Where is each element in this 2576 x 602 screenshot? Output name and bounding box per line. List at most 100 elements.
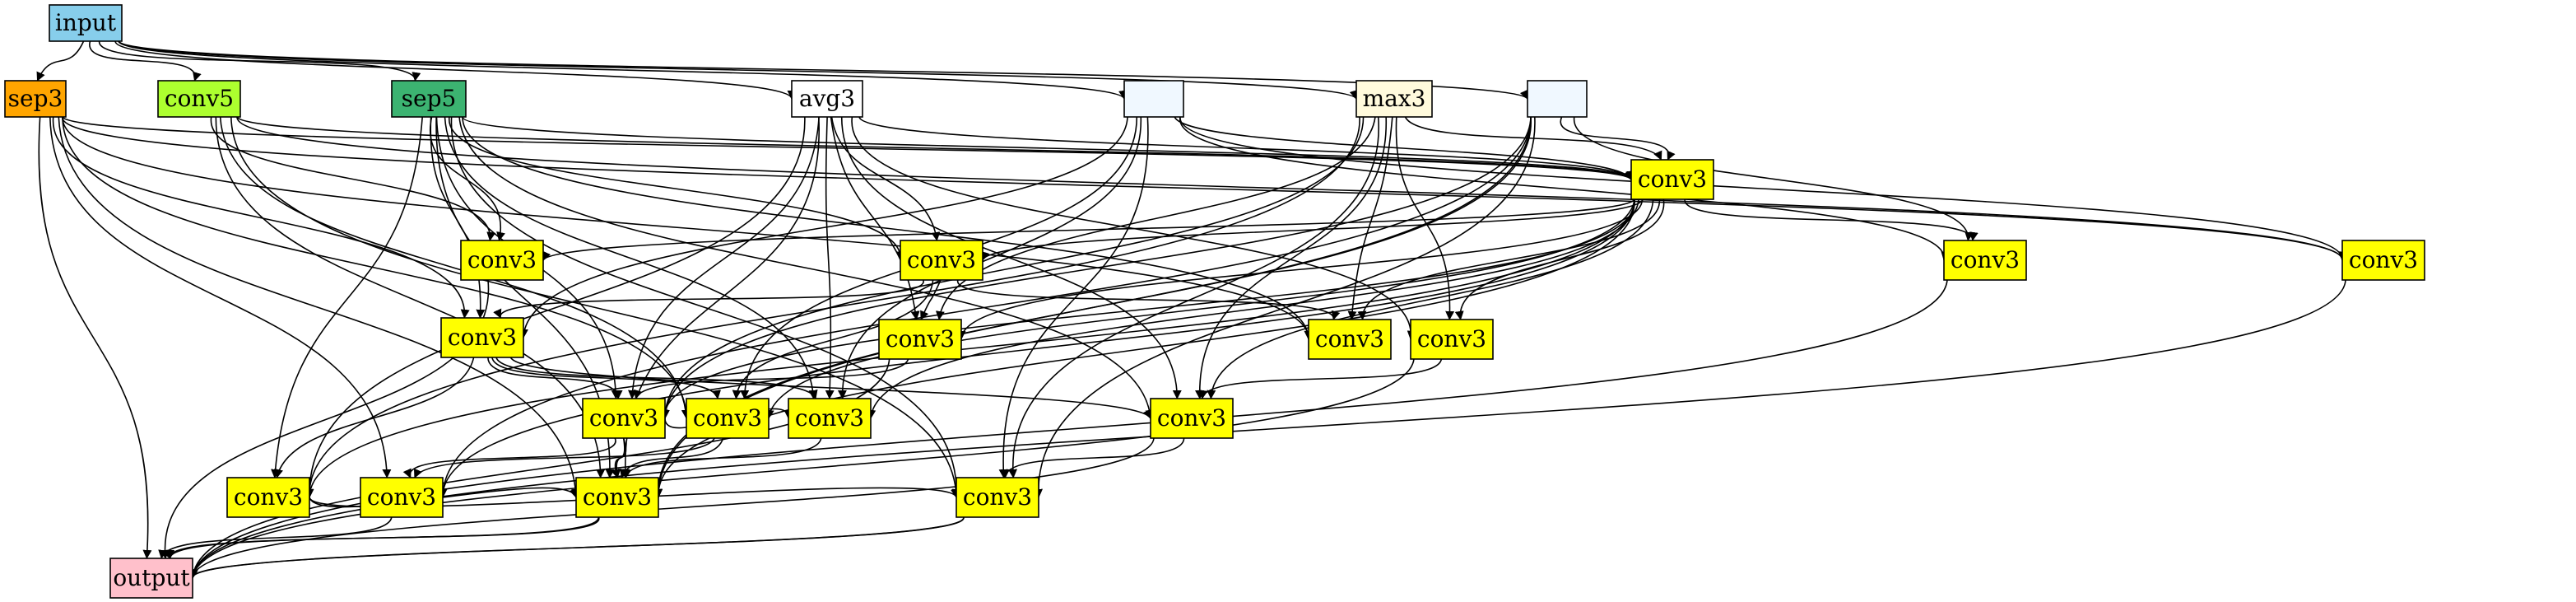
edge-sep3-to-c15: [49, 116, 392, 478]
node-avg3[interactable]: avg3: [791, 80, 863, 118]
edge-avg3-to-c10: [628, 116, 820, 399]
edge-c6-to-c12: [495, 357, 818, 399]
node-box-blank1: [1123, 80, 1184, 118]
edge-c1-to-c14: [305, 198, 1635, 498]
node-label-c2: conv3: [467, 246, 537, 273]
node-c2[interactable]: conv3: [460, 240, 544, 281]
node-box-c11: [686, 398, 770, 439]
edge-conv5-to-c2: [210, 116, 496, 241]
node-box-c7: [878, 319, 962, 360]
node-label-c11: conv3: [693, 404, 762, 432]
node-label-c3: conv3: [907, 246, 976, 273]
edge-c1-to-c13: [1207, 198, 1654, 399]
node-box-sep3: [4, 80, 67, 118]
edge-layer: [36, 40, 2349, 579]
edge-sep5-to-c14: [271, 116, 423, 478]
edge-sep5-to-c3: [449, 116, 906, 261]
node-conv5[interactable]: conv5: [157, 80, 241, 118]
node-label-c6: conv3: [448, 324, 517, 351]
node-label-c14: conv3: [234, 483, 303, 511]
node-label-c16: conv3: [583, 483, 652, 511]
node-label-output: output: [113, 564, 190, 591]
edge-blank1-to-c5: [1179, 116, 2348, 261]
node-box-max3: [1355, 80, 1433, 118]
edge-avg3-to-c7: [830, 116, 920, 320]
edge-sep5-to-c13: [458, 116, 1155, 419]
edge-c7-to-c10: [634, 358, 909, 399]
node-label-c17: conv3: [963, 483, 1032, 511]
edge-sep3-to-c5: [62, 116, 2349, 261]
edge-sep3-to-c6: [52, 116, 470, 319]
edge-blank1-to-c6: [518, 116, 1128, 338]
edge-sep5-to-c8: [462, 116, 1314, 340]
edge-sep3-to-c8: [62, 116, 1314, 340]
node-label-c10: conv3: [589, 404, 658, 432]
node-blank1[interactable]: [1123, 80, 1184, 118]
edge-c6-to-c10: [487, 357, 623, 399]
node-sep3[interactable]: sep3: [4, 80, 67, 118]
edge-max3-to-c14: [305, 116, 1360, 498]
node-input[interactable]: input: [49, 4, 123, 42]
edge-c1-to-c7: [956, 198, 1644, 340]
node-c8[interactable]: conv3: [1308, 319, 1392, 360]
node-c3[interactable]: conv3: [900, 240, 983, 281]
node-label-input: input: [55, 9, 117, 36]
node-box-c9: [1410, 319, 1494, 360]
edge-input-to-max3: [118, 40, 1358, 100]
edge-blank1-to-c17: [998, 116, 1149, 478]
edge-input-to-blank2: [118, 40, 1528, 100]
node-box-c4: [1943, 240, 2027, 281]
node-max3[interactable]: max3: [1355, 80, 1433, 118]
node-c9[interactable]: conv3: [1410, 319, 1494, 360]
node-c15[interactable]: conv3: [360, 477, 444, 518]
edge-sep5-to-c12: [444, 116, 818, 399]
edge-c13-to-c17: [1000, 437, 1185, 478]
node-output[interactable]: output: [109, 558, 193, 599]
node-c5[interactable]: conv3: [2341, 240, 2425, 281]
edge-c3-to-c6: [493, 279, 924, 319]
node-c14[interactable]: conv3: [226, 477, 310, 518]
node-label-c15: conv3: [367, 483, 436, 511]
node-c12[interactable]: conv3: [788, 398, 872, 439]
edge-input-to-sep3: [36, 40, 85, 82]
edge-max3-to-c18: [1008, 116, 1379, 478]
node-box-c8: [1308, 319, 1392, 360]
node-box-conv5: [157, 80, 241, 118]
edge-c15-to-output: [158, 516, 393, 559]
node-c1[interactable]: conv3: [1630, 159, 1714, 200]
node-label-c7: conv3: [886, 325, 955, 352]
edge-c10-to-c19: [611, 437, 627, 478]
node-c13[interactable]: conv3: [1150, 398, 1234, 439]
node-box-c13: [1150, 398, 1234, 439]
edge-sep3-to-c16: [58, 116, 580, 498]
node-sep5[interactable]: sep5: [391, 80, 467, 118]
node-box-input: [49, 4, 123, 42]
edge-c1-to-c9: [1454, 198, 1665, 320]
edge-c19-to-output: [162, 516, 600, 559]
node-label-c8: conv3: [1315, 325, 1384, 352]
node-c10[interactable]: conv3: [582, 398, 666, 439]
node-label-conv5: conv5: [165, 85, 234, 112]
edge-max3-to-c9: [1395, 116, 1455, 320]
node-c4[interactable]: conv3: [1943, 240, 2027, 281]
node-blank2[interactable]: [1527, 80, 1588, 118]
node-box-c17: [956, 477, 1039, 518]
edge-input-to-blank1: [118, 40, 1128, 100]
node-box-c1: [1630, 159, 1714, 200]
node-label-max3: max3: [1363, 85, 1426, 112]
node-c6[interactable]: conv3: [440, 317, 524, 358]
edge-sep3-to-output: [38, 116, 152, 559]
node-box-blank2: [1527, 80, 1588, 118]
node-c11[interactable]: conv3: [686, 398, 770, 439]
node-c17[interactable]: conv3: [956, 477, 1039, 518]
node-label-c9: conv3: [1417, 325, 1486, 352]
node-box-sep5: [391, 80, 467, 118]
node-label-avg3: avg3: [799, 85, 855, 112]
node-c16[interactable]: conv3: [575, 477, 659, 518]
edge-c18-to-output: [186, 516, 965, 579]
node-c7[interactable]: conv3: [878, 319, 962, 360]
node-box-c16: [575, 477, 659, 518]
node-box-output: [109, 558, 193, 599]
node-box-c10: [582, 398, 666, 439]
node-box-avg3: [791, 80, 863, 118]
